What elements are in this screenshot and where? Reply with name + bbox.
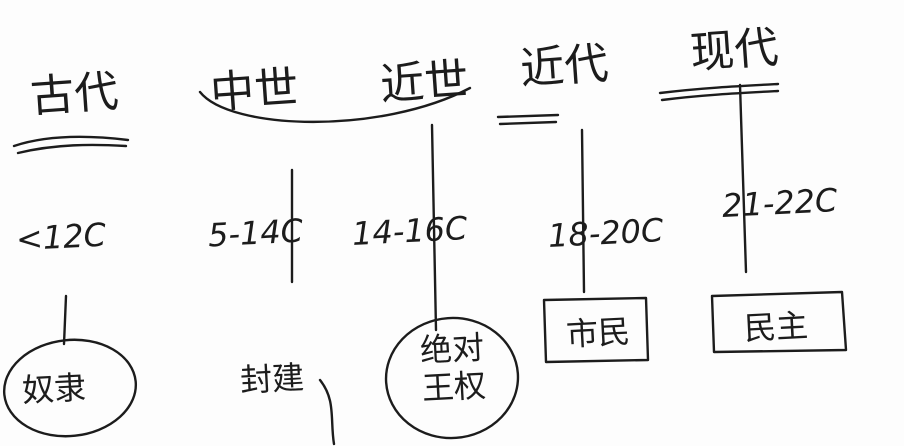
era-ancient-label: 奴隶 [21,368,88,410]
era-modern-name: 近代 [518,37,610,95]
underline-contemporary-2 [660,89,780,102]
arc-bracket [198,86,472,124]
era-contemporary-range: 21-22C [721,181,839,225]
circle-ancient [2,338,138,438]
underline-modern-2 [498,120,558,126]
era-ancient-range: <12C [15,215,107,259]
era-medieval-range: 5-14C [207,211,304,255]
era-contemporary-label: 民主 [743,306,810,348]
underline-contemporary [658,82,780,95]
underline-modern [496,113,560,119]
era-modern-range: 18-20C [547,211,665,255]
era-early-modern-name: 近世 [378,53,470,111]
era-contemporary-name: 现代 [688,21,780,79]
era-ancient-name: 古代 [28,65,120,123]
underline-ancient-2 [16,143,128,155]
era-early-modern-label-line1: 绝对 [419,328,485,370]
era-medieval-name: 中世 [208,61,300,119]
box-contemporary [710,290,848,354]
divider-modern [580,128,586,294]
divider-early-modern [430,123,438,332]
era-early-modern-range: 14-16C [351,209,469,253]
box-modern [542,296,650,364]
era-medieval-label: 封建 [239,358,306,400]
underline-ancient [12,135,130,148]
era-early-modern-label-line2: 王权 [421,366,487,408]
divider-contemporary [738,83,748,274]
era-modern-label: 市民 [565,312,632,354]
squiggle-medieval [318,378,336,446]
circle-early-modern [384,316,520,440]
stem-ancient [62,294,68,346]
era-early-modern-label: 绝对 王权 [396,327,510,409]
